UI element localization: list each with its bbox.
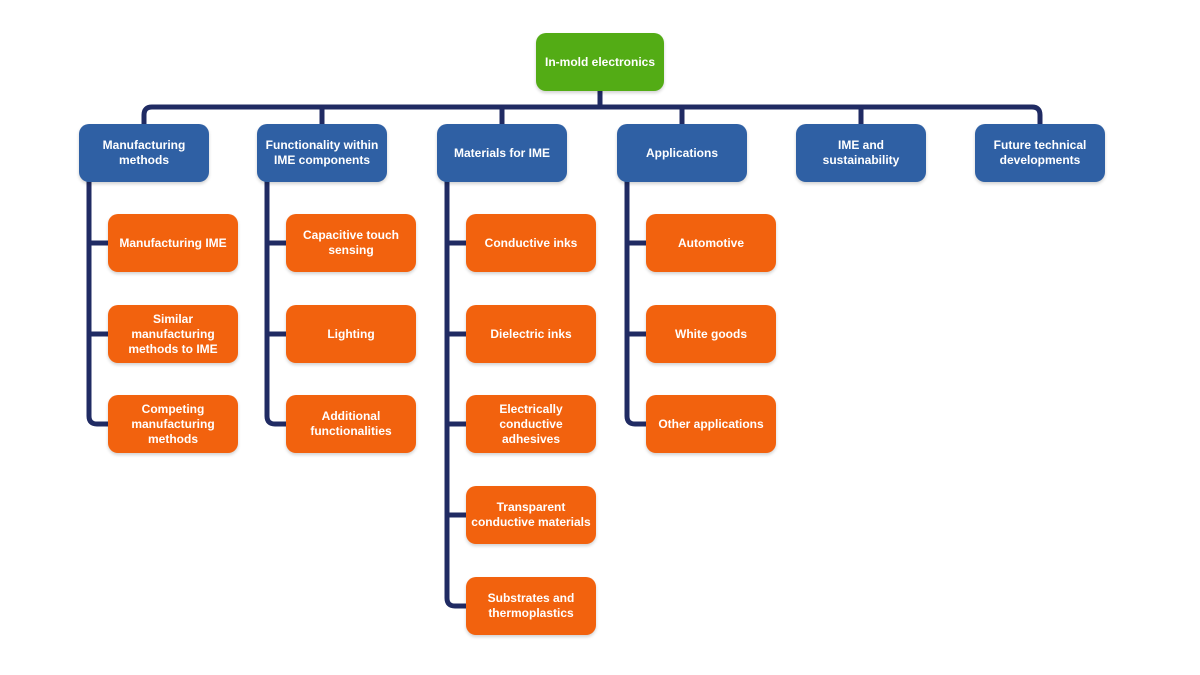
leaf-node-capacitive-touch-sensing: Capacitive touch sensing <box>286 214 416 272</box>
leaf-node-lighting: Lighting <box>286 305 416 363</box>
leaf-node-white-goods: White goods <box>646 305 776 363</box>
branch-node-ime-and-sustainability: IME and sustainability <box>796 124 926 182</box>
connector-trunk <box>264 180 288 427</box>
connector-group <box>86 89 1043 609</box>
connector-trunk <box>624 180 648 427</box>
connector-bus <box>141 104 1043 127</box>
leaf-node-similar-manufacturing-methods-to-ime: Similar manufacturing methods to IME <box>108 305 238 363</box>
root-node-in-mold-electronics: In-mold electronics <box>536 33 664 91</box>
leaf-node-conductive-inks: Conductive inks <box>466 214 596 272</box>
branch-node-materials-for-ime: Materials for IME <box>437 124 567 182</box>
leaf-node-manufacturing-ime: Manufacturing IME <box>108 214 238 272</box>
leaf-node-transparent-conductive-materials: Transparent conductive materials <box>466 486 596 544</box>
leaf-node-automotive: Automotive <box>646 214 776 272</box>
leaf-node-additional-functionalities: Additional functionalities <box>286 395 416 453</box>
leaf-node-substrates-and-thermoplastics: Substrates and thermoplastics <box>466 577 596 635</box>
leaf-node-other-applications: Other applications <box>646 395 776 453</box>
branch-node-functionality-within-ime-components: Functionality within IME components <box>257 124 387 182</box>
branch-node-applications: Applications <box>617 124 747 182</box>
leaf-node-electrically-conductive-adhesives: Electrically conductive adhesives <box>466 395 596 453</box>
connector-trunk <box>86 180 110 427</box>
leaf-node-competing-manufacturing-methods: Competing manufacturing methods <box>108 395 238 453</box>
branch-node-manufacturing-methods: Manufacturing methods <box>79 124 209 182</box>
leaf-node-dielectric-inks: Dielectric inks <box>466 305 596 363</box>
branch-node-future-technical-developments: Future technical developments <box>975 124 1105 182</box>
connector-trunk <box>444 180 468 609</box>
